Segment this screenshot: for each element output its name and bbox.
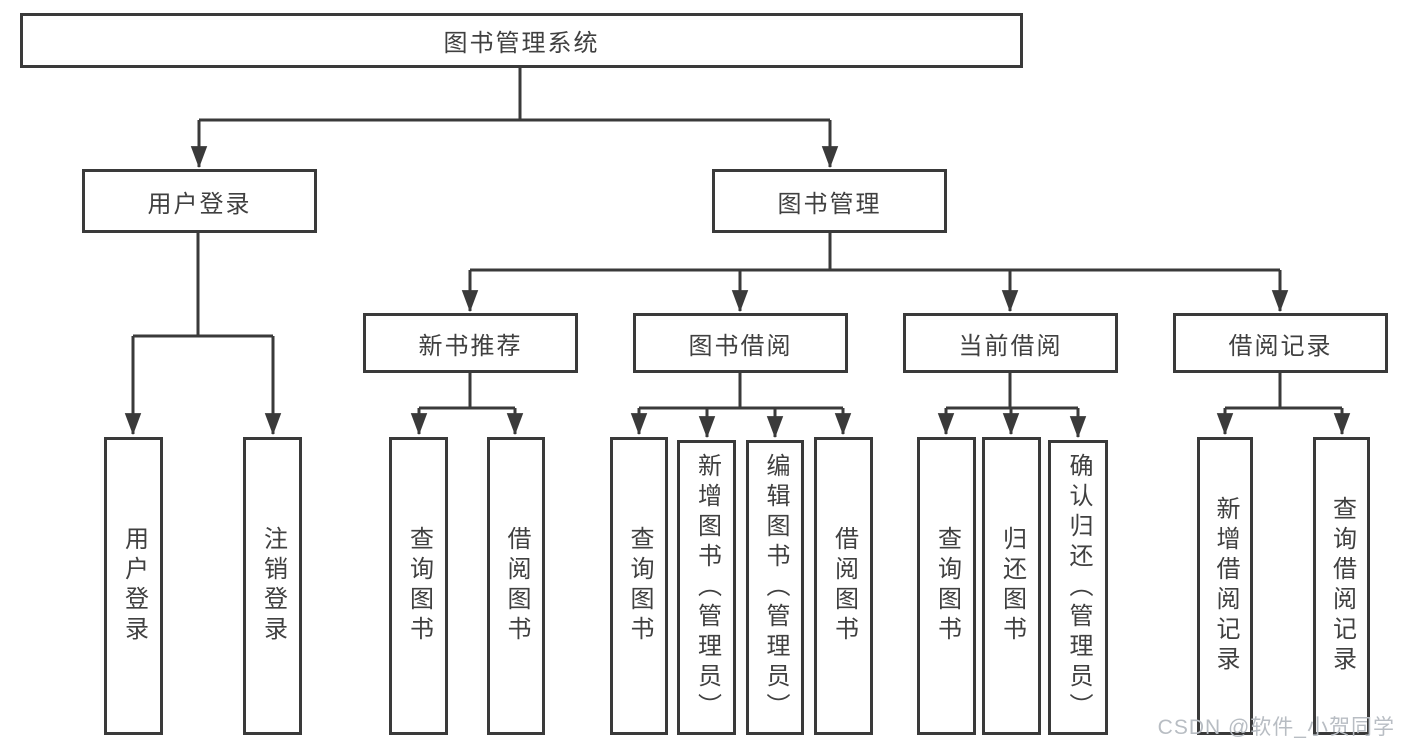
- node-edit-books-admin-label: 编辑图书（管理员）: [762, 452, 789, 723]
- node-query-books-current: 查询图书: [917, 437, 976, 735]
- node-confirm-return-admin: 确认归还（管理员）: [1048, 440, 1108, 735]
- node-library-system-label: 图书管理系统: [443, 30, 600, 57]
- node-add-books-admin-label: 新增图书（管理员）: [693, 452, 721, 723]
- node-query-borrow-record-label: 查询借阅记录: [1328, 496, 1356, 676]
- node-return-books-label: 归还图书: [998, 526, 1026, 646]
- node-borrow-books-recommend: 借阅图书: [487, 437, 545, 735]
- node-query-borrow-record: 查询借阅记录: [1313, 437, 1370, 735]
- node-book-borrowing: 图书借阅: [633, 313, 848, 373]
- watermark-text: CSDN @软件_小贺同学: [1157, 716, 1395, 739]
- node-new-book-recommend-label: 新书推荐: [418, 332, 523, 360]
- node-borrow-records-label: 借阅记录: [1228, 332, 1333, 360]
- node-borrow-books-leaf-label: 借阅图书: [830, 526, 858, 646]
- connector-arrows: [124, 120, 1351, 439]
- node-add-books-admin: 新增图书（管理员）: [677, 440, 736, 735]
- node-confirm-return-admin-label: 确认归还（管理员）: [1065, 452, 1092, 723]
- node-return-books: 归还图书: [982, 437, 1041, 735]
- node-edit-books-admin: 编辑图书（管理员）: [746, 440, 804, 735]
- node-query-books-recommend: 查询图书: [389, 437, 448, 735]
- node-query-books-recommend-label: 查询图书: [405, 526, 433, 646]
- node-query-books-borrowing-label: 查询图书: [626, 526, 653, 646]
- node-borrow-records: 借阅记录: [1173, 313, 1388, 373]
- node-borrow-books-recommend-label: 借阅图书: [503, 526, 530, 646]
- node-user-login: 用户登录: [82, 169, 317, 233]
- node-logout-label: 注销登录: [259, 526, 287, 646]
- node-new-book-recommend: 新书推荐: [363, 313, 578, 373]
- node-library-system: 图书管理系统: [20, 13, 1023, 68]
- node-add-borrow-record: 新增借阅记录: [1197, 437, 1253, 735]
- node-logout: 注销登录: [243, 437, 302, 735]
- node-query-books-borrowing: 查询图书: [610, 437, 668, 735]
- node-borrow-books-leaf: 借阅图书: [814, 437, 873, 735]
- node-user-login-label: 用户登录: [147, 190, 252, 218]
- node-add-borrow-record-label: 新增借阅记录: [1212, 496, 1239, 676]
- connector-trunks: [133, 68, 1342, 410]
- node-book-management: 图书管理: [712, 169, 947, 233]
- node-current-borrowing: 当前借阅: [903, 313, 1118, 373]
- node-current-borrowing-label: 当前借阅: [958, 332, 1063, 360]
- node-book-management-label: 图书管理: [777, 190, 882, 218]
- node-query-books-current-label: 查询图书: [933, 526, 961, 646]
- node-user-login-leaf-label: 用户登录: [120, 526, 148, 646]
- node-user-login-leaf: 用户登录: [104, 437, 163, 735]
- node-book-borrowing-label: 图书借阅: [688, 332, 793, 360]
